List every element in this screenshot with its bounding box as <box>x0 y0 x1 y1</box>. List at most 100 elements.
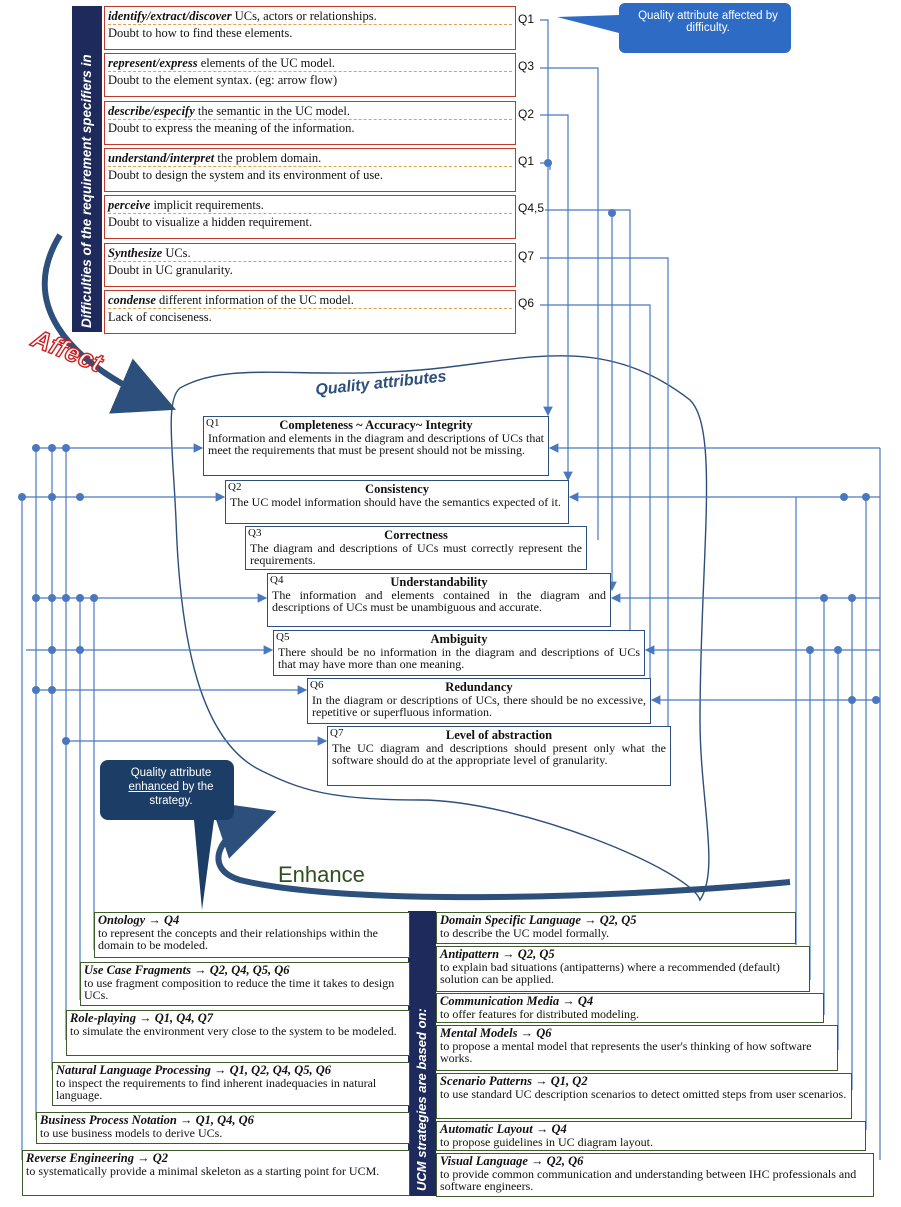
strategy-targets: Q2, Q5 <box>517 947 555 961</box>
strategy-desc: to inspect the requirements to find inhe… <box>56 1075 377 1102</box>
strategy-arrow: → <box>532 1074 551 1088</box>
strategy-desc: to simulate the environment very close t… <box>70 1023 397 1038</box>
strategy-targets: Q4 <box>163 913 180 927</box>
difficulty-text: UCs. <box>162 245 191 260</box>
difficulty-doubt: Doubt to visualize a hidden requirement. <box>108 215 313 230</box>
enhance-label: Enhance <box>278 862 365 887</box>
difficulty-doubt: Doubt in UC granularity. <box>108 262 233 277</box>
strategy-targets: Q6 <box>536 1026 552 1040</box>
strategy-targets: Q1, Q4, Q7 <box>154 1011 214 1025</box>
difficulty-line: identify/extract/discover UCs, actors or… <box>108 8 512 25</box>
enhance-arrow <box>209 801 791 901</box>
strategy-arrow: → <box>145 913 164 927</box>
quality-enclosure <box>170 355 710 902</box>
strategy-name: Reverse Engineering <box>26 1151 134 1165</box>
quality-desc: In the diagram or descriptions of UCs, t… <box>312 693 646 719</box>
strategy-name: Mental Models <box>440 1026 518 1040</box>
difficulty-q-label: Q4,5 <box>518 201 545 216</box>
difficulty-box: represent/express elements of the UC mod… <box>104 53 516 98</box>
strategy-targets: Q1, Q2, Q4, Q5, Q6 <box>229 1063 332 1077</box>
strategy-name: Business Process Notation <box>40 1113 177 1127</box>
top-callout-text: Quality attribute affected by difficulty… <box>628 10 788 34</box>
strategy-arrow: → <box>190 963 210 977</box>
quality-id: Q2 <box>228 481 242 493</box>
difficulty-box: understand/interpret the problem domain.… <box>104 147 516 192</box>
strategy-arrow: → <box>135 1011 155 1025</box>
quality-desc: The UC diagram and descriptions should p… <box>332 741 666 767</box>
bottom-callout-post: strategy. <box>149 795 193 807</box>
difficulties-side-label: Difficulties of the requirement specifie… <box>79 54 94 328</box>
quality-title: Redundancy <box>445 680 513 694</box>
strategy-name: Visual Language <box>440 1154 528 1168</box>
strategy-heading: Mental Models → Q6 <box>440 1027 834 1040</box>
quality-title: Level of abstraction <box>445 728 553 742</box>
difficulty-keyword: Synthesize <box>108 245 163 260</box>
strategy-desc: to use business models to derive UCs. <box>40 1125 223 1140</box>
strategy-heading: Communication Media → Q4 <box>440 995 820 1008</box>
strategy-desc: to offer features for distributed modeli… <box>440 1006 640 1021</box>
difficulty-q-label: Q2 <box>518 106 535 121</box>
difficulty-line: condense different information of the UC… <box>108 292 512 309</box>
difficulty-box: identify/extract/discover UCs, actors or… <box>104 6 516 50</box>
strategy-name: Role-playing <box>70 1011 136 1025</box>
quality-title: Correctness <box>384 528 448 542</box>
strategy-heading: Use Case Fragments → Q2, Q4, Q5, Q6 <box>84 964 406 977</box>
quality-desc: The diagram and descriptions of UCs must… <box>250 541 582 567</box>
strategy-heading: Business Process Notation → Q1, Q4, Q6 <box>40 1114 406 1127</box>
top-callout-bubble <box>557 3 791 53</box>
strategy-arrow: → <box>532 1122 552 1136</box>
strategy-heading: Visual Language → Q2, Q6 <box>440 1155 870 1168</box>
strategy-targets: Q2, Q5 <box>599 913 637 927</box>
strategy-name: Use Case Fragments <box>84 963 191 977</box>
bottom-callout-text: Quality attribute enhanced by the strate… <box>104 766 238 808</box>
difficulty-doubt: Doubt to the element syntax. (eg: arrow … <box>108 73 338 88</box>
difficulty-box: Synthesize UCs. Doubt in UC granularity. <box>104 242 516 287</box>
strategy-arrow: → <box>527 1154 547 1168</box>
strategy-name: Automatic Layout <box>440 1122 533 1136</box>
difficulty-connectors <box>21 19 881 1160</box>
top-callout-label: Quality attribute affected by difficulty… <box>638 10 778 34</box>
difficulty-box: perceive implicit requirements.Doubt to … <box>104 195 516 240</box>
difficulty-q-label: Q1 <box>518 153 535 168</box>
quality-id: Q1 <box>206 417 220 429</box>
bottom-callout-underlined: enhanced <box>128 781 179 793</box>
strategy-targets: Q4 <box>551 1122 567 1136</box>
strategy-targets: Q1, Q2 <box>550 1074 588 1088</box>
difficulty-doubt: Lack of conciseness. <box>108 309 212 324</box>
difficulty-line: perceive implicit requirements. <box>108 197 512 215</box>
difficulty-text: UCs, actors or relationships. <box>231 9 377 23</box>
strategy-arrow: → <box>517 1026 537 1040</box>
quality-desc: Information and elements in the diagram … <box>208 431 544 457</box>
quality-title: Ambiguity <box>430 632 488 646</box>
strategy-box: Natural Language Processing → Q1, Q2, Q4… <box>52 1062 410 1106</box>
strategy-desc: to represent the concepts and their rela… <box>98 925 378 952</box>
strategy-heading: Ontology → Q4 <box>98 914 406 927</box>
difficulty-box: describe/especify the semantic in the UC… <box>104 100 516 145</box>
difficulties-side-bar: Difficulties of the requirement specifie… <box>72 6 102 332</box>
strategy-name: Ontology <box>98 913 146 927</box>
quality-id: Q4 <box>270 574 284 586</box>
quality-title: Completeness ~ Accuracy~ Integrity <box>279 418 473 432</box>
affect-arrow <box>41 233 177 414</box>
bottom-callout-mid: by the <box>179 781 214 793</box>
difficulty-line: describe/especify the semantic in the UC… <box>108 103 512 120</box>
strategy-heading: Automatic Layout → Q4 <box>440 1123 862 1136</box>
strategy-heading: Natural Language Processing → Q1, Q2, Q4… <box>56 1064 406 1077</box>
bottom-callout-bubble <box>100 760 234 910</box>
strategy-desc: to use fragment composition to reduce th… <box>84 975 395 1002</box>
strategy-arrow: → <box>176 1113 196 1127</box>
difficulty-line: understand/interpret the problem domain. <box>108 150 512 167</box>
difficulty-text: the problem domain. <box>214 150 322 165</box>
